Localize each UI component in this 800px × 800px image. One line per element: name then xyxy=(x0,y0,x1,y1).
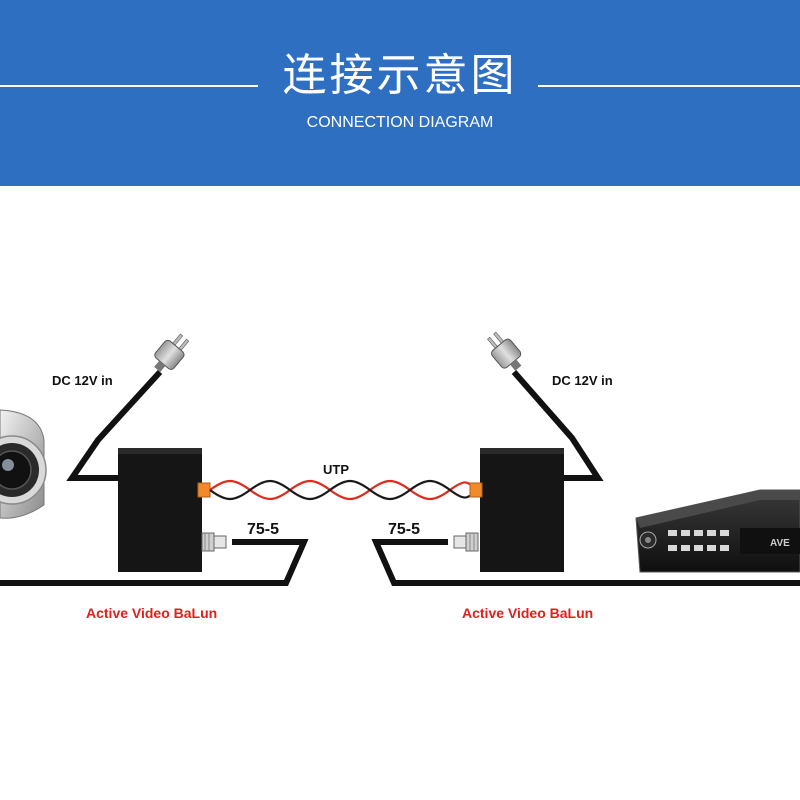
header-rule-right xyxy=(538,85,800,87)
coax-cable-right xyxy=(371,539,800,586)
utp-connector-left xyxy=(197,482,211,498)
power-cable-right xyxy=(511,370,604,481)
utp-twisted-pair xyxy=(209,479,477,501)
page-subtitle: CONNECTION DIAGRAM xyxy=(306,114,494,131)
balun-label-right: Active Video BaLun xyxy=(462,605,593,621)
header-rule-left xyxy=(0,85,258,87)
connection-diagram: DC 12V in 75-5 Active Video BaLun UTP xyxy=(0,331,800,621)
power-cable-left xyxy=(66,369,163,481)
camera-icon xyxy=(0,409,47,519)
coax-label-left: 75-5 xyxy=(247,521,279,538)
balun-label-left: Active Video BaLun xyxy=(86,605,217,621)
coax-cable-left xyxy=(0,539,309,586)
utp-connector-right xyxy=(469,482,483,498)
dvr-recorder-icon: AVE xyxy=(635,489,800,573)
power-plug-right-icon xyxy=(487,331,522,371)
balun-box-right xyxy=(453,448,564,572)
page-title: 连接示意图 xyxy=(282,50,518,101)
dvr-nav-pad-icon xyxy=(639,531,657,549)
balun-box-left xyxy=(118,448,227,572)
power-plug-left-icon xyxy=(154,333,190,373)
dvr-brand-label: AVE xyxy=(770,538,790,549)
utp-label: UTP xyxy=(323,462,349,477)
coax-label-right: 75-5 xyxy=(388,521,420,538)
bnc-connector-left xyxy=(201,532,227,552)
header-banner: 连接示意图 CONNECTION DIAGRAM xyxy=(0,0,800,186)
dvr-buttons xyxy=(668,530,729,551)
power-label-left: DC 12V in xyxy=(52,373,113,388)
power-label-right: DC 12V in xyxy=(552,373,613,388)
bnc-connector-right xyxy=(453,532,479,552)
